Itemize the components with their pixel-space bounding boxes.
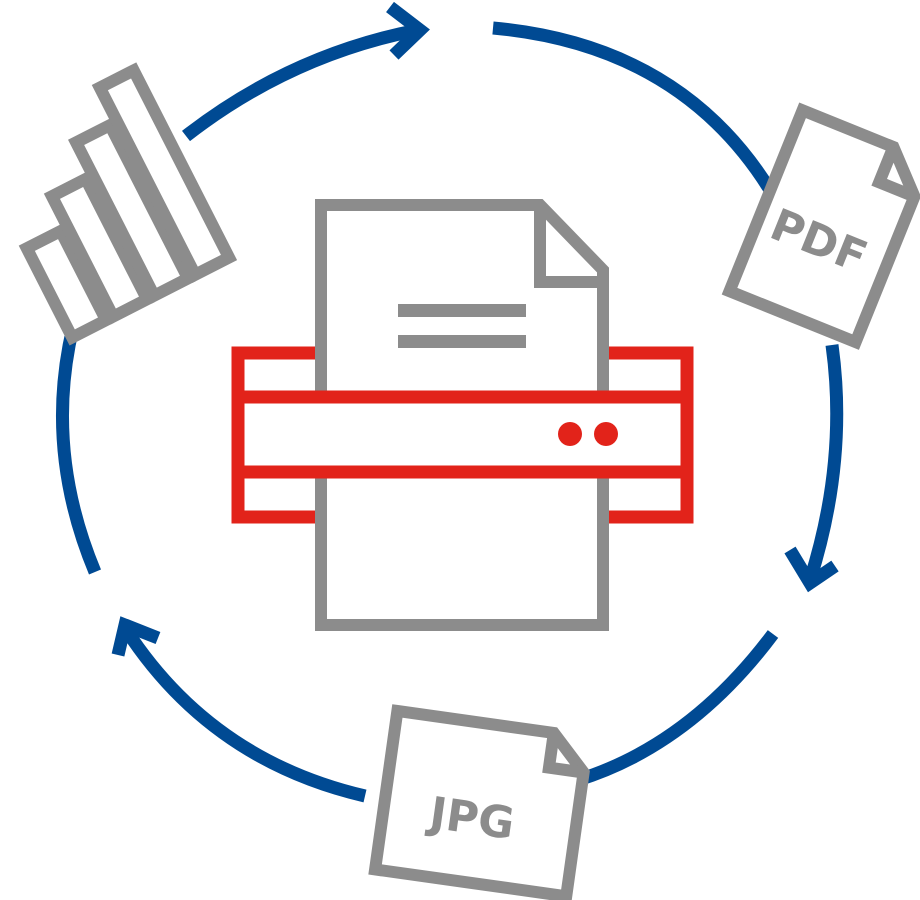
stack-sheet-2	[43, 170, 156, 325]
printer-indicator-light-1	[558, 422, 582, 446]
jpg-file-icon: JPG	[368, 704, 590, 900]
pdf-file-fold	[871, 144, 917, 203]
pdf-file-icon: PDF	[721, 102, 920, 350]
cycle-arc-left	[55, 306, 102, 575]
cycle-arc-bottom-right	[576, 630, 779, 787]
cycle-arc-top-left	[182, 23, 420, 142]
arrowhead-top-icon	[386, 1, 430, 60]
jpg-file-fold	[542, 732, 585, 779]
stack-sheet-4	[91, 62, 238, 283]
cycle-arc-top-right	[492, 21, 776, 194]
cycle-arc-bottom-left	[119, 624, 367, 803]
jpg-label: JPG	[424, 787, 518, 850]
document-text-line-2	[398, 335, 526, 348]
arrowhead-left-icon	[111, 616, 161, 657]
pdf-file-outline	[721, 102, 920, 350]
document-text-line-1	[398, 304, 526, 317]
arrowhead-right-icon	[784, 546, 839, 593]
stack-sheet-1	[18, 222, 115, 346]
printer-indicator-light-2	[594, 422, 618, 446]
document-sheet-fold	[534, 205, 603, 288]
stack-sheet-3	[68, 117, 197, 304]
stacked-documents-icon	[18, 62, 238, 346]
scanner-printer-icon	[231, 199, 694, 631]
printer-slot-body	[231, 390, 694, 479]
cycle-arc-right	[803, 344, 844, 582]
jpg-file-outline	[368, 704, 590, 900]
